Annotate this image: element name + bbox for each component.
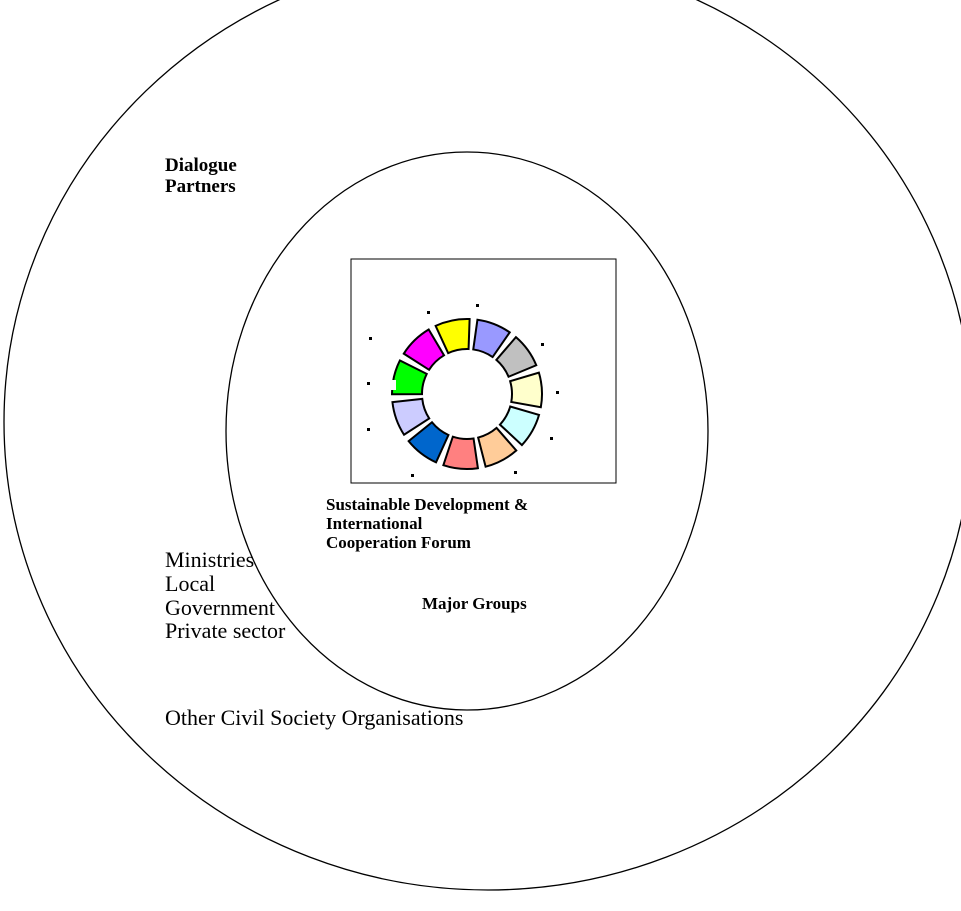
wheel-legend-markers: [367, 304, 559, 477]
wheel-segment: [434, 318, 471, 355]
outer-circle: [3, 0, 961, 891]
wheel-segment: [402, 328, 446, 372]
outer-label-line1: Dialogue: [165, 155, 237, 176]
forum-title-line3: Cooperation Forum: [326, 533, 471, 553]
outer-circle-label: Dialogue Partners: [165, 155, 237, 198]
wheel-segment: [407, 420, 450, 464]
wheel-segment: [391, 397, 431, 437]
stakeholder-other-cso: Other Civil Society Organisations: [165, 705, 464, 730]
wheel-segment: [494, 335, 538, 379]
stakeholder-list: Ministries Local Government Private sect…: [165, 548, 285, 643]
wheel-segment: [442, 435, 480, 470]
wheel-label-box: [370, 380, 396, 390]
stakeholder-private-sector: Private sector: [165, 618, 286, 644]
wheel-segment: [498, 405, 541, 447]
wheel-segment: [476, 426, 518, 468]
inner-circle: [225, 151, 709, 711]
forum-title: Sustainable Development & International …: [326, 495, 528, 552]
stakeholder-government: Government: [165, 594, 275, 620]
wheel-segment: [508, 371, 543, 409]
major-groups-label: Major Groups: [422, 594, 527, 613]
major-groups-wheel: [390, 318, 543, 470]
wheel-segment: [472, 318, 512, 359]
wheel-label-box: [370, 428, 398, 438]
stakeholder-ministries: Ministries: [165, 547, 255, 572]
stakeholder-local: Local: [165, 570, 216, 596]
forum-title-line2: International: [326, 514, 423, 534]
outer-label-line2: Partners: [165, 176, 236, 198]
forum-title-line1: Sustainable Development &: [326, 495, 529, 514]
